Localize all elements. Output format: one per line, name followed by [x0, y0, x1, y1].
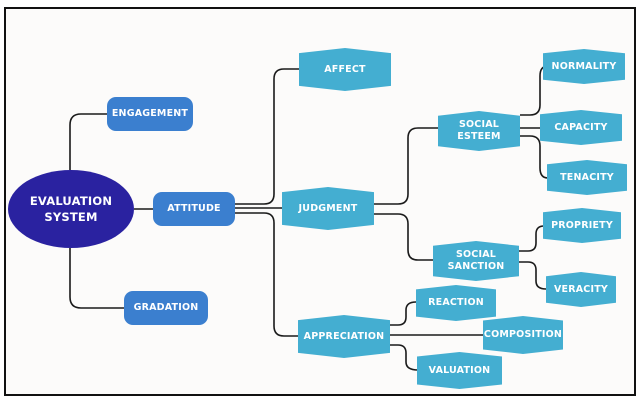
node-label: TENACITY — [560, 171, 614, 183]
node-label: JUDGMENT — [298, 202, 358, 214]
connector-attitude-affect — [234, 68, 300, 205]
node-tenacity[interactable]: TENACITY — [547, 160, 627, 195]
node-label: VERACITY — [554, 283, 608, 295]
node-valuation[interactable]: VALUATION — [417, 352, 502, 389]
connector-root-engagement — [69, 113, 108, 170]
node-normality[interactable]: NORMALITY — [543, 49, 625, 84]
node-label: VALUATION — [428, 364, 491, 376]
node-evaluation-system[interactable]: EVALUATION SYSTEM — [8, 170, 134, 248]
connector-root-gradation — [69, 248, 124, 309]
connector-appreciation-reaction — [388, 301, 417, 326]
connector-sanction-veracity — [518, 261, 547, 290]
node-label: GRADATION — [133, 302, 199, 314]
node-capacity[interactable]: CAPACITY — [540, 110, 622, 145]
node-social-sanction[interactable]: SOCIAL SANCTION — [433, 241, 519, 281]
node-label: SOCIAL — [455, 249, 497, 261]
node-label: APPRECIATION — [303, 330, 385, 342]
node-gradation[interactable]: GRADATION — [124, 291, 208, 325]
node-label: ENGAGEMENT — [111, 108, 189, 120]
connector-judgment-esteem — [372, 127, 440, 205]
connector-sanction-propriety — [518, 225, 545, 252]
node-engagement[interactable]: ENGAGEMENT — [107, 97, 193, 131]
node-attitude[interactable]: ATTITUDE — [153, 192, 235, 226]
node-propriety[interactable]: PROPRIETY — [543, 208, 621, 243]
node-veracity[interactable]: VERACITY — [546, 272, 616, 307]
connector-esteem-tenacity — [520, 135, 549, 179]
node-judgment[interactable]: JUDGMENT — [282, 187, 374, 230]
node-label: NORMALITY — [551, 60, 617, 72]
node-label: ESTEEM — [457, 131, 501, 142]
node-label: CAPACITY — [554, 121, 608, 133]
node-label: PROPRIETY — [551, 219, 613, 231]
node-composition[interactable]: COMPOSITION — [483, 316, 563, 354]
connector-appreciation-valuation — [388, 344, 419, 371]
node-label: ATTITUDE — [167, 203, 221, 215]
node-label: SOCIAL — [458, 119, 500, 131]
node-appreciation[interactable]: APPRECIATION — [298, 315, 390, 358]
node-label: SYSTEM — [44, 210, 98, 224]
node-label: SANCTION — [447, 261, 505, 272]
connector-judgment-sanction — [372, 213, 434, 261]
node-reaction[interactable]: REACTION — [416, 285, 496, 321]
node-affect[interactable]: AFFECT — [299, 48, 391, 91]
connector-attitude-appreciation — [234, 212, 300, 337]
node-label: AFFECT — [324, 63, 366, 75]
node-label: REACTION — [428, 297, 484, 309]
node-label: EVALUATION — [29, 193, 113, 208]
node-label: COMPOSITION — [483, 329, 563, 341]
node-social-esteem[interactable]: SOCIAL ESTEEM — [438, 111, 520, 151]
